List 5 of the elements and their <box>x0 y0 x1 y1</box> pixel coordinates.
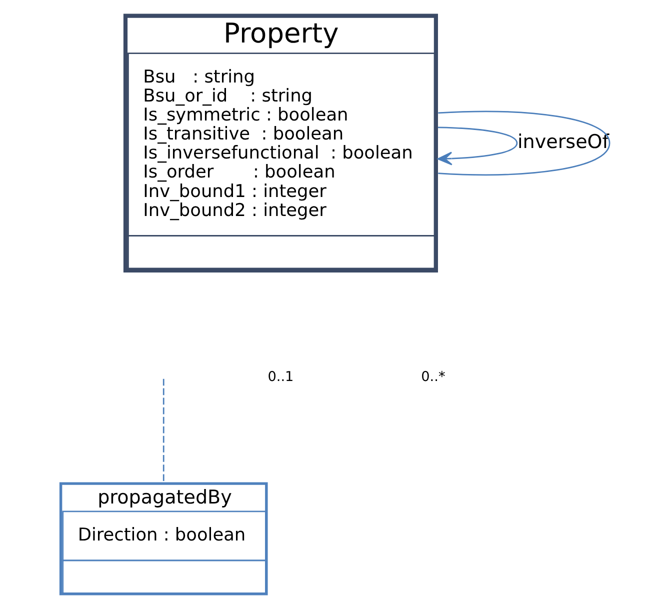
label: 0..* <box>421 368 446 385</box>
connector <box>162 378 164 482</box>
arrow <box>437 126 518 166</box>
label: 0..1 <box>268 368 294 385</box>
node-box: Property Bsu : string Bsu_or_id : string Is_symmetric : boolean Is_transitive : boolean Is_inversefunctional : boolean Is_order : boolean Inv_bound1 : integer Inv_bound2 : integer <box>123 14 438 272</box>
